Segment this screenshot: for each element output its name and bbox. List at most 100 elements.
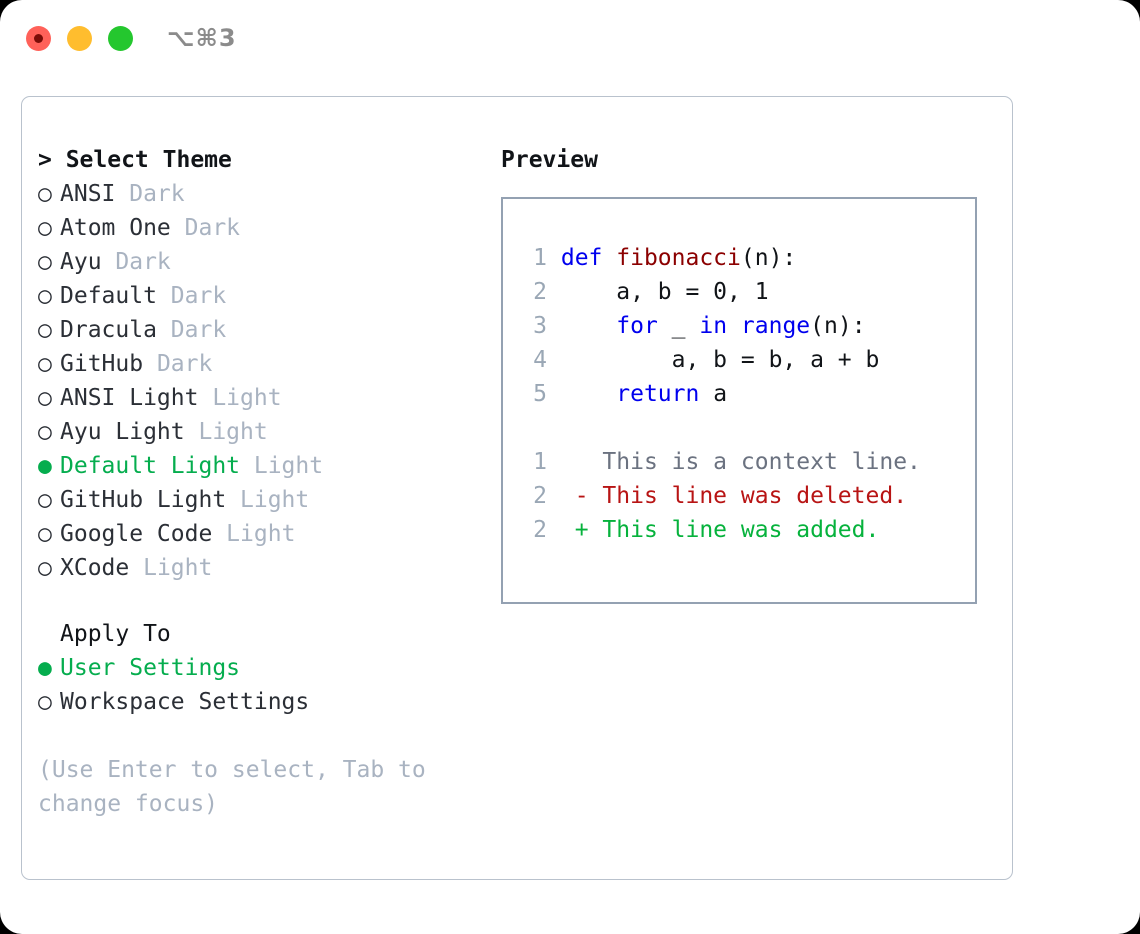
- theme-option-google-code[interactable]: ○Google Code Light: [38, 517, 478, 551]
- theme-option-label: Ayu Light: [60, 419, 185, 445]
- diff-line: 1 This is a context line.: [521, 445, 975, 479]
- code-token: [561, 313, 616, 339]
- code-line: 3 for _ in range(n):: [521, 309, 975, 343]
- apply-to-option-user-settings[interactable]: ●User Settings: [38, 651, 478, 685]
- radio-unselected-icon: ○: [38, 215, 52, 241]
- radio-unselected-icon: ○: [38, 249, 52, 275]
- radio-unselected-icon: ○: [38, 181, 52, 207]
- theme-option-label: Default Light: [60, 453, 241, 479]
- theme-option-atom-one[interactable]: ○ Atom One Dark: [38, 211, 478, 245]
- code-blank-line: [521, 411, 975, 445]
- line-number: 4: [533, 347, 547, 373]
- theme-option-ansi[interactable]: ○ ANSI Dark: [38, 177, 478, 211]
- theme-option-default-light[interactable]: ● Default Light Light: [38, 449, 478, 483]
- theme-option-label: ANSI Light: [60, 385, 199, 411]
- code-token: (n):: [740, 245, 797, 271]
- theme-list[interactable]: ○ ANSI Dark ○ Atom One Dark ○ Ayu Dark ○ Defaul…: [38, 177, 478, 585]
- theme-option-ayu[interactable]: ○ Ayu Dark: [38, 245, 478, 279]
- radio-selected-icon: ●: [38, 655, 52, 681]
- radio-unselected-icon: ○: [38, 487, 52, 513]
- theme-option-github[interactable]: ○GitHub Dark: [38, 347, 478, 381]
- preview-pane: Preview 1 def fibonacci(n):2 a, b = 0, 1…: [501, 143, 991, 604]
- theme-option-ayu-light[interactable]: ○ Ayu Light Light: [38, 415, 478, 449]
- radio-unselected-icon: ○: [38, 555, 52, 581]
- theme-option-label: Atom One: [60, 215, 171, 241]
- radio-selected-icon: ●: [38, 453, 52, 479]
- apply-to-option-label: Workspace Settings: [60, 689, 310, 715]
- theme-option-variant: Light: [240, 453, 324, 479]
- radio-unselected-icon: ○: [38, 283, 52, 309]
- theme-selection-pane: > Select Theme ○ANSI Dark○Atom One Dark○…: [38, 143, 478, 821]
- theme-picker-panel: > Select Theme ○ANSI Dark○Atom One Dark○…: [21, 96, 1013, 880]
- line-number: 2: [533, 483, 547, 509]
- apply-to-option-workspace-settings[interactable]: ○ Workspace Settings: [38, 685, 478, 719]
- theme-option-variant: Dark: [115, 181, 185, 207]
- radio-unselected-icon: ○: [38, 317, 52, 343]
- theme-option-variant: Light: [226, 487, 310, 513]
- select-theme-heading: > Select Theme: [38, 147, 232, 173]
- theme-option-label: Dracula: [60, 317, 157, 343]
- radio-unselected-icon: ○: [38, 419, 52, 445]
- code-token: fibonacci: [616, 245, 741, 271]
- keyboard-hint-text: (Use Enter to select, Tab to change focu…: [38, 757, 426, 817]
- code-token: in: [699, 313, 728, 339]
- diff-marker: +: [574, 517, 603, 543]
- apply-to-list[interactable]: ●User Settings ○ Workspace Settings: [38, 651, 478, 719]
- radio-unselected-icon: ○: [38, 521, 52, 547]
- keyboard-shortcut-label: ⌥⌘3: [167, 24, 237, 52]
- line-number: 1: [533, 449, 547, 475]
- theme-option-label: GitHub Light: [60, 487, 227, 513]
- theme-option-ansi-light[interactable]: ○ ANSI Light Light: [38, 381, 478, 415]
- code-token: a: [699, 381, 728, 407]
- title-bar: ⌥⌘3: [0, 0, 1140, 78]
- theme-option-variant: Dark: [101, 249, 171, 275]
- theme-option-variant: Dark: [156, 283, 227, 309]
- code-line: 2 a, b = 0, 1: [521, 275, 975, 309]
- code-token: a, b = 0, 1: [560, 279, 769, 305]
- theme-option-variant: Light: [129, 555, 213, 581]
- line-number: 2: [533, 279, 547, 305]
- code-line: 5 return a: [521, 377, 975, 411]
- maximize-button[interactable]: [108, 26, 133, 51]
- code-token: range: [740, 313, 811, 339]
- code-token: return: [616, 381, 700, 407]
- minimize-button[interactable]: [67, 26, 92, 51]
- line-number: 1: [533, 245, 547, 271]
- theme-option-xcode[interactable]: ○ XCode Light: [38, 551, 478, 585]
- theme-option-variant: Dark: [170, 215, 241, 241]
- theme-option-dracula[interactable]: ○Dracula Dark: [38, 313, 478, 347]
- line-number: 2: [533, 517, 547, 543]
- code-token: _: [657, 313, 700, 339]
- line-number: 5: [533, 381, 547, 407]
- theme-option-label: XCode: [60, 555, 130, 581]
- close-button[interactable]: [26, 26, 51, 51]
- code-token: for: [616, 313, 658, 339]
- radio-unselected-icon: ○: [38, 689, 52, 715]
- diff-text: This is a context line.: [602, 449, 921, 475]
- theme-option-variant: Dark: [143, 351, 213, 377]
- list-spacer: [38, 585, 478, 617]
- theme-option-label: Google Code: [60, 521, 213, 547]
- code-token: (n):: [810, 313, 866, 339]
- theme-option-label: ANSI: [60, 181, 116, 207]
- code-token: [561, 381, 616, 407]
- theme-option-variant: Light: [198, 385, 282, 411]
- code-token: def: [560, 245, 617, 271]
- diff-text: This line was added.: [602, 517, 880, 543]
- radio-unselected-icon: ○: [38, 385, 52, 411]
- hint-spacer: [38, 719, 478, 753]
- diff-line: 2 - This line was deleted.: [521, 479, 975, 513]
- diff-marker: [575, 449, 603, 475]
- apply-to-heading: Apply To: [60, 621, 171, 647]
- theme-option-label: Default: [60, 283, 157, 309]
- preview-heading: Preview: [501, 147, 598, 173]
- theme-option-label: Ayu: [60, 249, 102, 275]
- theme-option-github-light[interactable]: ○ GitHub Light Light: [38, 483, 478, 517]
- theme-option-default[interactable]: ○ Default Dark: [38, 279, 478, 313]
- theme-option-variant: Light: [184, 419, 268, 445]
- diff-text: This line was deleted.: [602, 483, 908, 509]
- code-line: 1 def fibonacci(n):: [521, 241, 975, 275]
